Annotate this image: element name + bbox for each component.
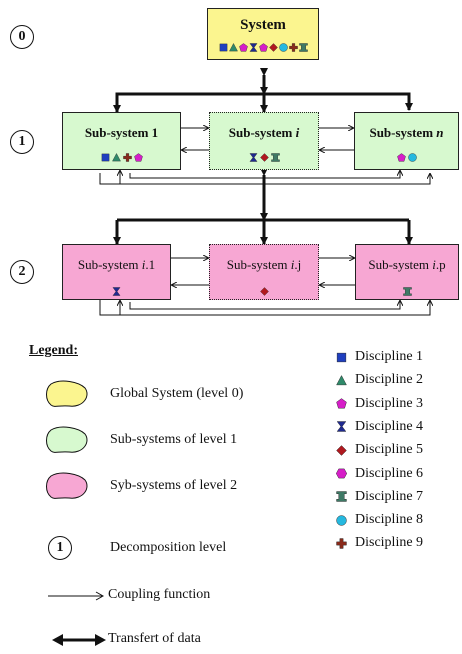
- discipline-legend-item: Discipline 2: [336, 371, 423, 389]
- discipline-8-icon: [278, 43, 288, 52]
- discipline-3-icon: [258, 43, 268, 52]
- discipline-label: Discipline 2: [355, 372, 424, 388]
- level-0-marker: 0: [10, 25, 34, 49]
- discipline-7-icon: [270, 153, 280, 162]
- discipline-7-icon: [336, 491, 347, 502]
- discipline-1-icon: [219, 43, 228, 52]
- discipline-label: Discipline 9: [355, 535, 424, 551]
- subsystem-1-title: Sub-system 1: [84, 125, 159, 140]
- subsystem-n-title: Sub-system n: [369, 125, 444, 140]
- discipline-label: Discipline 1: [355, 349, 424, 364]
- legend-transfer-text: Transfert of data: [108, 631, 201, 646]
- subsystem-ip-discipline-marks: [356, 287, 458, 296]
- discipline-5-icon: [259, 153, 269, 162]
- level-1-marker: 1: [10, 130, 34, 154]
- discipline-8-icon: [407, 153, 417, 162]
- discipline-2-icon: [111, 153, 121, 162]
- subsystem-n-box: Sub-system n: [354, 112, 459, 170]
- legend-level2-text: Syb-systems of level 2: [110, 478, 238, 493]
- subsystem-ip-box: Sub-system i.p: [355, 244, 459, 300]
- discipline-3-icon: [133, 153, 143, 162]
- discipline-9-icon: [336, 538, 347, 549]
- discipline-legend-item: Discipline 4: [336, 418, 423, 436]
- subsystem-i1-box: Sub-system i.1: [62, 244, 171, 300]
- subsystem-n-discipline-marks: [355, 153, 458, 162]
- discipline-2-icon: [228, 43, 238, 52]
- discipline-legend-item: Discipline 3: [336, 395, 423, 413]
- legend-title: Legend:: [29, 343, 78, 358]
- discipline-legend-item: Discipline 9: [336, 534, 423, 552]
- discipline-7-icon: [402, 287, 412, 296]
- discipline-legend-item: Discipline 5: [336, 441, 423, 459]
- discipline-9-icon: [288, 43, 298, 52]
- discipline-4-icon: [336, 421, 347, 433]
- discipline-8-icon: [336, 514, 347, 526]
- discipline-legend-item: Discipline 1: [336, 348, 423, 366]
- discipline-7-icon: [298, 43, 308, 52]
- transfer-arrows-level1-2: [113, 168, 413, 245]
- legend-blob-level2: [46, 472, 88, 499]
- coupling-arrows-level2: [99, 258, 430, 316]
- subsystem-1-box: Sub-system 1: [62, 112, 181, 170]
- discipline-1-icon: [336, 352, 347, 363]
- discipline-4-icon: [249, 153, 258, 162]
- discipline-4-icon: [249, 43, 258, 52]
- legend-level-text: Decomposition level: [110, 540, 227, 555]
- subsystem-i-discipline-marks: [210, 153, 318, 162]
- legend-blob-level0: [46, 380, 88, 407]
- legend-level0-text: Global System (level 0): [110, 386, 244, 401]
- discipline-label: Discipline 5: [355, 442, 424, 458]
- discipline-legend-item: Discipline 8: [336, 511, 423, 529]
- legend-level1-text: Sub-systems of level 1: [110, 432, 238, 447]
- discipline-6-icon: [336, 468, 347, 479]
- subsystem-i1-discipline-marks: [63, 287, 170, 296]
- discipline-2-icon: [336, 374, 347, 386]
- legend-transfer-arrow: [52, 634, 106, 646]
- subsystem-ij-box: Sub-system i.j: [209, 244, 319, 300]
- discipline-label: Discipline 4: [355, 418, 424, 434]
- subsystem-i1-title: Sub-system i.1: [77, 257, 156, 272]
- discipline-5-icon: [336, 444, 347, 456]
- level-2-marker: 2: [10, 260, 34, 284]
- subsystem-i-box: Sub-system i: [209, 112, 319, 170]
- discipline-9-icon: [122, 153, 132, 162]
- system-box: System: [207, 8, 319, 60]
- discipline-5-icon: [268, 43, 278, 52]
- discipline-label: Discipline 8: [355, 512, 424, 528]
- legend-blob-level1: [46, 426, 88, 453]
- discipline-label: Discipline 7: [355, 488, 424, 504]
- discipline-legend-item: Discipline 6: [336, 465, 423, 483]
- subsystem-i-title: Sub-system i: [228, 125, 300, 140]
- discipline-5-icon: [259, 287, 269, 296]
- system-title: System: [240, 17, 286, 33]
- legend-coupling-text: Coupling function: [108, 587, 211, 602]
- subsystem-ij-title: Sub-system i.j: [226, 257, 302, 272]
- subsystem-1-discipline-marks: [63, 153, 180, 162]
- discipline-3-icon: [396, 153, 406, 162]
- discipline-3-icon: [336, 398, 347, 409]
- discipline-legend-item: Discipline 7: [336, 488, 423, 506]
- discipline-4-icon: [112, 287, 121, 296]
- legend-coupling-arrow: [48, 591, 105, 601]
- discipline-label: Discipline 6: [355, 465, 424, 481]
- system-discipline-marks: [208, 43, 318, 52]
- transfer-arrows-level0-1: [113, 68, 413, 113]
- subsystem-ij-discipline-marks: [210, 287, 318, 296]
- discipline-label: Discipline 3: [355, 395, 424, 411]
- legend-level-marker: 1: [48, 536, 72, 560]
- discipline-1-icon: [101, 153, 110, 162]
- discipline-3-icon: [238, 43, 248, 52]
- subsystem-ip-title: Sub-system i.p: [368, 257, 446, 272]
